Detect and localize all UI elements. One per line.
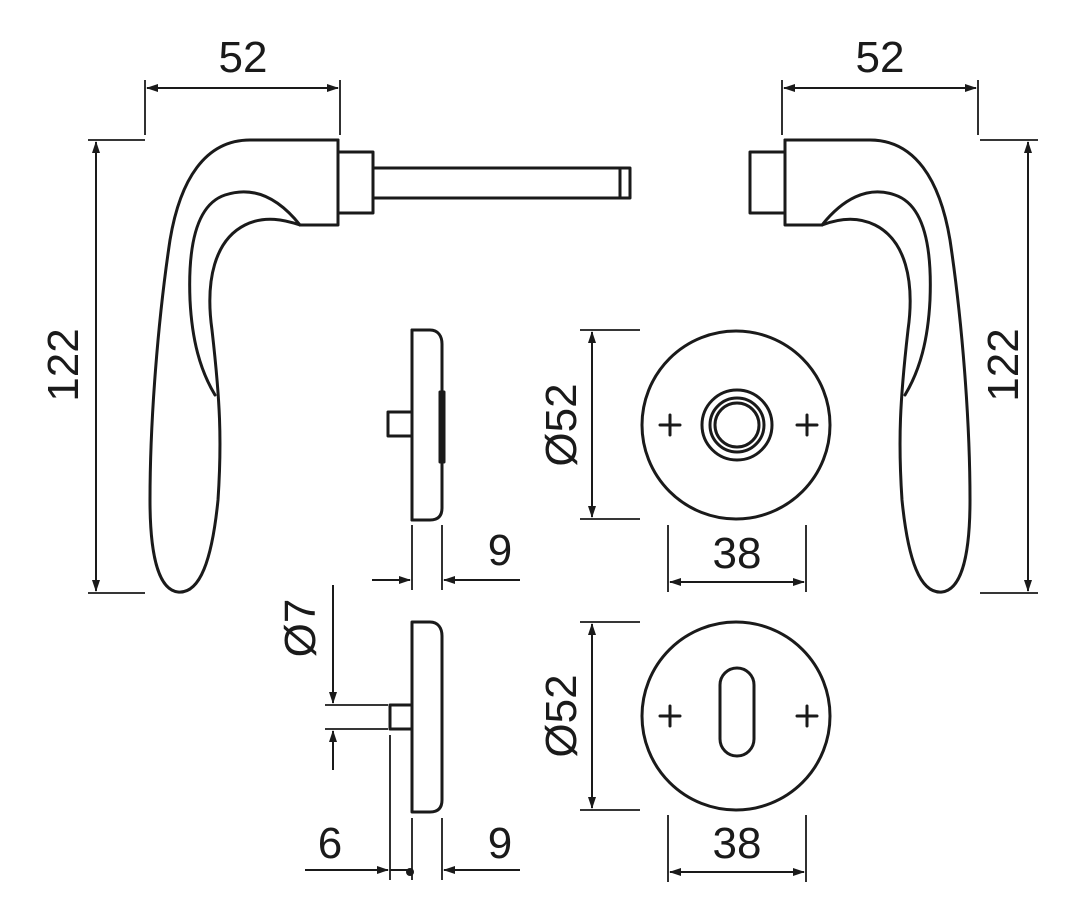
screw-hole-left bbox=[658, 413, 682, 437]
top-rose-front-view bbox=[640, 329, 832, 521]
keyhole-slot bbox=[718, 666, 756, 758]
top-rose-hole-spacing-label: 38 bbox=[713, 529, 762, 578]
bottom-rose-diameter-dimension: Ø52 bbox=[537, 621, 640, 811]
top-rose-thickness-dimension: 9 bbox=[372, 525, 520, 590]
left-handle-height-dimension: 122 bbox=[39, 139, 145, 594]
pin-length-label: 6 bbox=[318, 819, 342, 868]
right-handle-width-dimension: 52 bbox=[781, 33, 979, 135]
left-lever-handle bbox=[148, 138, 632, 594]
top-rose-diameter-label: Ø52 bbox=[537, 383, 586, 466]
bottom-rose-front-view bbox=[640, 620, 832, 812]
top-rose-side-view bbox=[386, 328, 446, 522]
top-rose-thickness-label: 9 bbox=[488, 526, 512, 575]
bottom-rose-thickness-label: 9 bbox=[488, 819, 512, 868]
bottom-rose-hole-spacing-dimension: 38 bbox=[667, 815, 807, 882]
bottom-rose-side-view bbox=[388, 620, 444, 814]
pin-diameter-dimension: Ø7 bbox=[276, 585, 388, 770]
screw-hole-right bbox=[795, 704, 819, 728]
right-handle-width-label: 52 bbox=[856, 33, 905, 82]
pin-diameter-label: Ø7 bbox=[276, 599, 325, 658]
top-rose-diameter-dimension: Ø52 bbox=[537, 329, 640, 520]
screw-hole-right bbox=[795, 413, 819, 437]
pin-length-and-thickness-dimension: 6 9 bbox=[305, 735, 520, 880]
left-handle-width-label: 52 bbox=[219, 33, 268, 82]
screw-hole-left bbox=[658, 704, 682, 728]
right-handle-height-label: 122 bbox=[979, 328, 1028, 401]
bottom-rose-diameter-label: Ø52 bbox=[537, 674, 586, 757]
left-handle-width-dimension: 52 bbox=[144, 33, 341, 135]
right-handle-height-dimension: 122 bbox=[979, 139, 1038, 594]
bottom-rose-hole-spacing-label: 38 bbox=[713, 819, 762, 868]
left-handle-height-label: 122 bbox=[39, 328, 88, 401]
right-lever-handle bbox=[748, 138, 972, 594]
top-rose-hole-spacing-dimension: 38 bbox=[667, 525, 807, 592]
